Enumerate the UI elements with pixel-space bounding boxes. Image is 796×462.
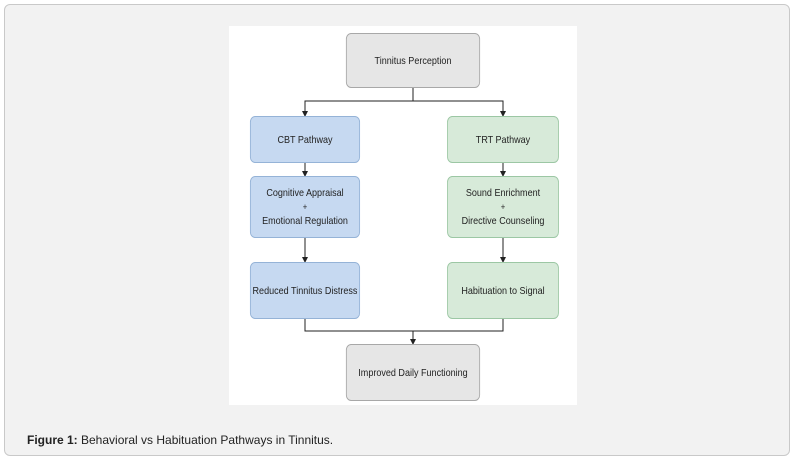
figure-caption: Figure 1: Behavioral vs Habituation Path… xyxy=(27,433,333,447)
connector-top-split xyxy=(302,88,414,117)
node-cbt-pathway: CBT Pathway xyxy=(249,116,361,163)
node-sound-enrichment: Sound Enrichment + Directive Counseling xyxy=(447,176,559,238)
node-tinnitus-perception: Tinnitus Perception xyxy=(345,33,481,88)
node-label-line1: Cognitive Appraisal xyxy=(266,187,344,199)
node-cognitive-appraisal: Cognitive Appraisal + Emotional Regulati… xyxy=(249,176,361,238)
node-habituation-to-signal: Habituation to Signal xyxy=(447,262,559,319)
node-label: TRT Pathway xyxy=(475,133,531,146)
connector-merge-left xyxy=(304,319,416,345)
connector-merge-right xyxy=(413,319,504,332)
node-label: CBT Pathway xyxy=(277,133,333,146)
node-label-plus: + xyxy=(500,202,506,212)
node-label: Habituation to Signal xyxy=(461,284,545,297)
connector-layer xyxy=(302,88,506,345)
flowchart: Tinnitus Perception CBT Pathway TRT Path… xyxy=(229,26,577,405)
node-label-line2: Directive Counseling xyxy=(461,215,545,227)
connector-top-to-trt xyxy=(413,100,506,117)
node-trt-pathway: TRT Pathway xyxy=(447,116,559,163)
node-label-line1: Sound Enrichment xyxy=(465,187,541,199)
node-reduced-tinnitus-distress: Reduced Tinnitus Distress xyxy=(249,262,361,319)
node-label: Tinnitus Perception xyxy=(374,54,452,67)
node-label-plus: + xyxy=(302,202,308,212)
node-improved-daily-functioning: Improved Daily Functioning xyxy=(345,344,481,401)
figure-card: Tinnitus Perception CBT Pathway TRT Path… xyxy=(4,4,790,456)
node-label: Reduced Tinnitus Distress xyxy=(252,284,358,297)
node-label-line2: Emotional Regulation xyxy=(262,215,348,227)
node-label: Improved Daily Functioning xyxy=(358,366,468,379)
caption-label: Figure 1: xyxy=(27,433,78,447)
caption-text: Behavioral vs Habituation Pathways in Ti… xyxy=(77,433,334,447)
